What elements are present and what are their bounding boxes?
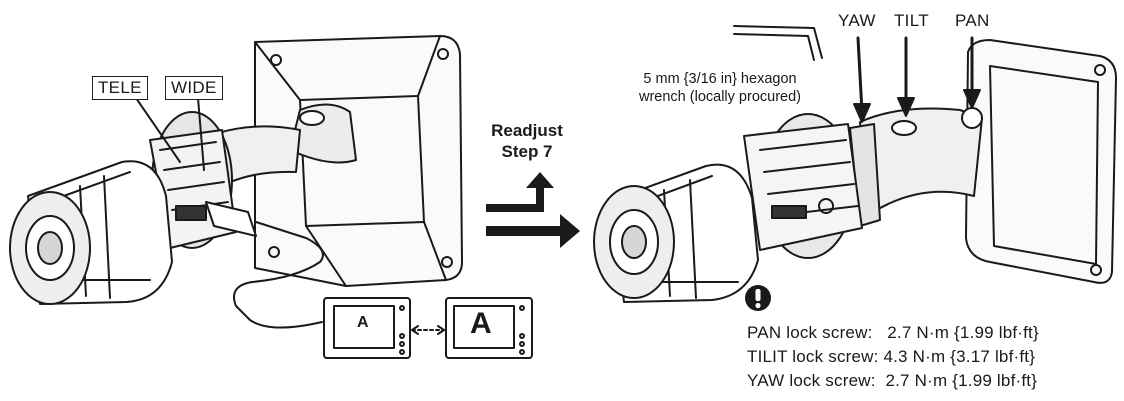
tilt-label: TILT: [894, 11, 929, 30]
wrench-caption-line1: 5 mm {3/16 in} hexagon: [643, 71, 797, 87]
readjust-line1: Readjust: [491, 121, 563, 140]
readjust-line2: Step 7: [501, 142, 553, 161]
tele-label: TELE: [92, 76, 148, 100]
monitor-large-letter: A: [470, 307, 492, 340]
arrow-up-icon: [486, 172, 554, 212]
arrow-right-icon: [486, 214, 580, 248]
right-camera-illustration: [593, 25, 1117, 303]
left-camera-illustration: [9, 35, 533, 359]
tilt-torque-spec: TILIT lock screw: 4.3 N·m {3.17 lbf·ft}: [747, 347, 1036, 366]
wide-label: WIDE: [165, 76, 223, 100]
wrench-caption-line2: wrench (locally procured): [639, 89, 801, 105]
yaw-torque-spec: YAW lock screw: 2.7 N·m {1.99 lbf·ft}: [747, 371, 1038, 390]
monitor-small-letter: A: [357, 314, 369, 331]
pan-torque-spec: PAN lock screw: 2.7 N·m {1.99 lbf·ft}: [747, 323, 1039, 342]
pan-label: PAN: [955, 11, 990, 30]
transition-arrows: [486, 172, 580, 248]
yaw-label: YAW: [838, 11, 876, 30]
readjust-step-label: Readjust Step 7: [472, 120, 582, 162]
exclamation-circle-icon: [745, 285, 771, 311]
